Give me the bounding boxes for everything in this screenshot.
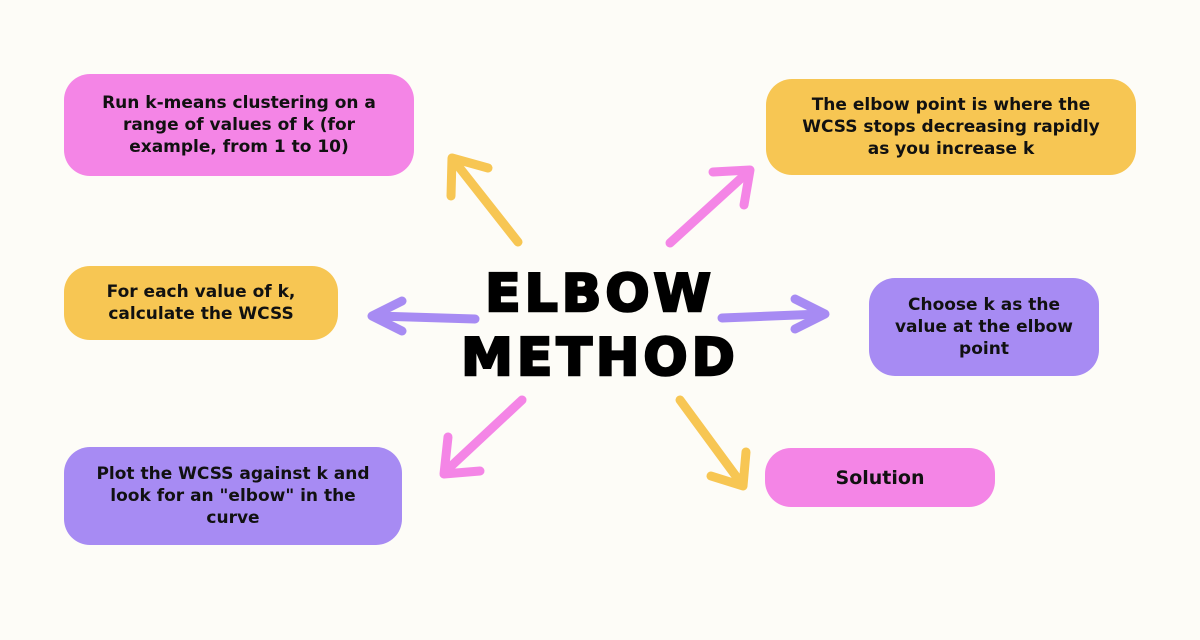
- for-each-box: For each value of k, calculate the WCSS: [64, 266, 338, 340]
- arrow-to-choose-k: [717, 294, 830, 334]
- plot-wcss-text: Plot the WCSS against k and look for an …: [96, 464, 370, 528]
- run-kmeans-box: Run k-means clustering on a range of val…: [64, 74, 414, 176]
- title-line-1: ELBOW: [484, 264, 715, 324]
- choose-k-box: Choose k as the value at the elbow point: [869, 278, 1099, 376]
- arrow-to-elbow-point: [665, 165, 755, 248]
- diagram-title: ELBOW METHOD: [440, 264, 760, 388]
- plot-wcss-box: Plot the WCSS against k and look for an …: [64, 447, 402, 545]
- run-kmeans-text: Run k-means clustering on a range of val…: [102, 93, 376, 157]
- arrow-to-solution: [675, 395, 751, 491]
- for-each-text: For each value of k, calculate the WCSS: [106, 282, 296, 324]
- solution-box: Solution: [765, 448, 995, 507]
- elbow-point-text: The elbow point is where the WCSS stops …: [802, 95, 1100, 159]
- choose-k-text: Choose k as the value at the elbow point: [894, 295, 1074, 359]
- arrow-to-run-kmeans: [446, 153, 523, 247]
- arrow-to-for-each: [367, 296, 480, 336]
- title-line-2: METHOD: [460, 328, 739, 388]
- arrow-to-plot-wcss: [439, 395, 527, 479]
- solution-text: Solution: [835, 466, 925, 489]
- elbow-point-box: The elbow point is where the WCSS stops …: [766, 79, 1136, 175]
